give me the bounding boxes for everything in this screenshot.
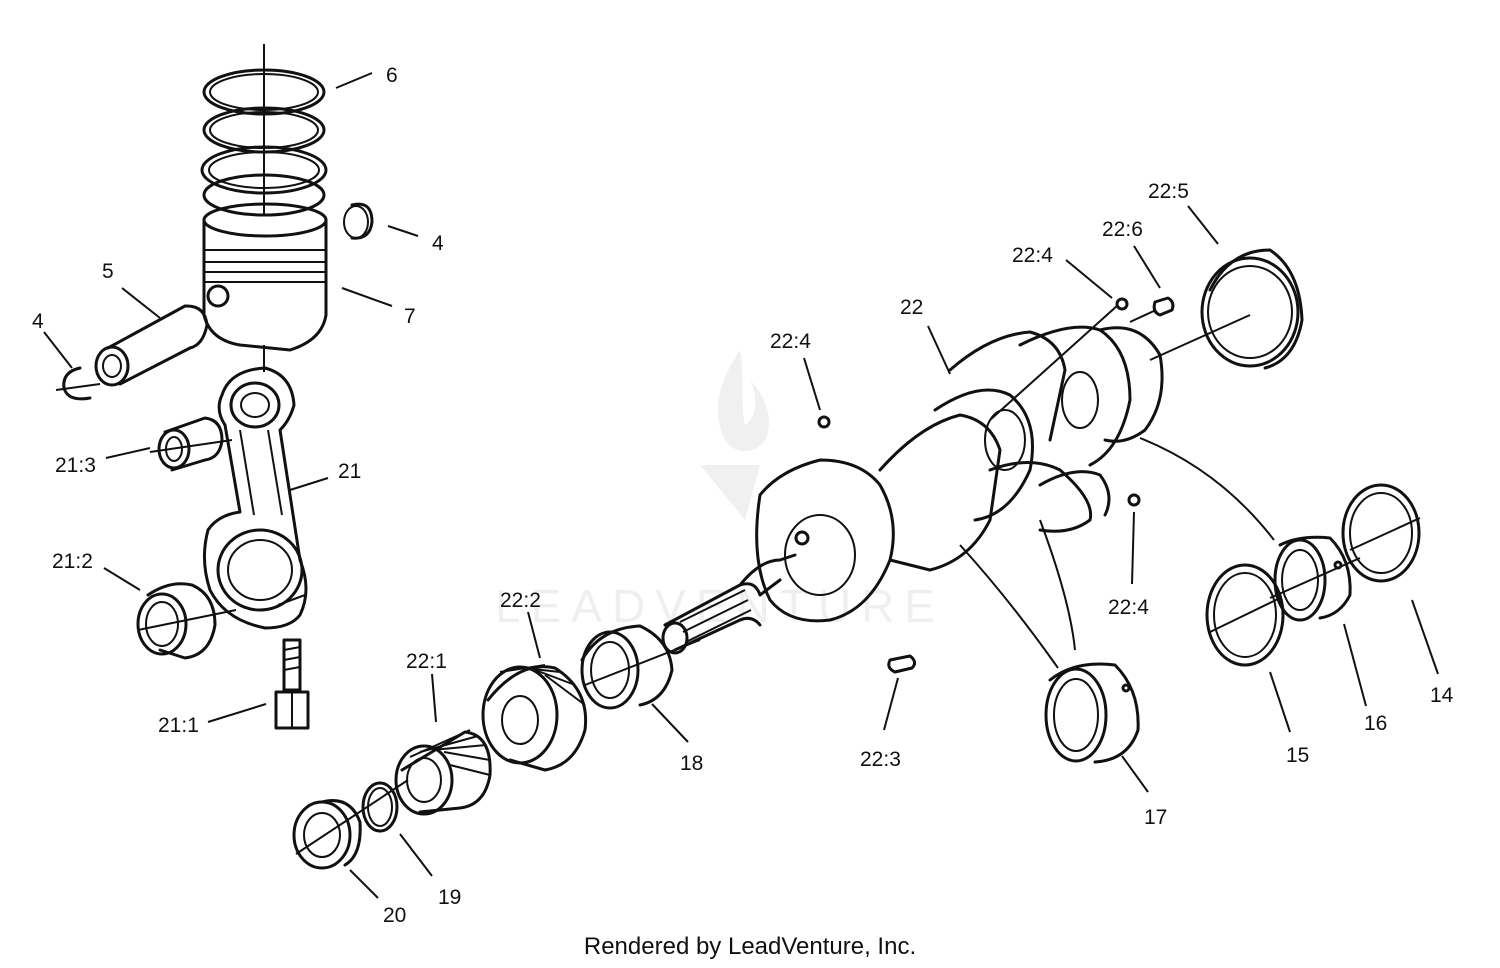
callout-17: 17 (1144, 806, 1167, 829)
thrust-washer-14 (1341, 483, 1421, 583)
thrust-bearing-16 (1139, 437, 1361, 622)
callout-22-1: 22:1 (406, 650, 447, 673)
callout-16: 16 (1364, 712, 1387, 735)
thrust-washer-15 (1205, 563, 1285, 667)
callout-22-4-top: 22:4 (1012, 244, 1053, 267)
watermark: LEADVENTURE (495, 350, 945, 632)
watermark-text: LEADVENTURE (495, 580, 945, 632)
callout-22: 22 (900, 296, 923, 319)
oil-plug-2 (1115, 297, 1129, 311)
callout-5: 5 (102, 260, 114, 283)
center-main-bearing (959, 519, 1140, 764)
leader-lines (43, 72, 1439, 899)
gear-small (394, 729, 492, 816)
callout-4-left: 4 (32, 310, 44, 333)
rear-main-bearing (1200, 248, 1304, 370)
callout-6: 6 (386, 64, 398, 87)
connecting-rod (203, 366, 308, 630)
callout-21-2: 21:2 (52, 550, 93, 573)
callout-4-right: 4 (432, 232, 444, 255)
gear-large (481, 664, 588, 772)
callout-22-6: 22:6 (1102, 218, 1143, 241)
footer-credit: Rendered by LeadVenture, Inc. (584, 933, 916, 960)
oil-plug-3 (1127, 493, 1141, 507)
callout-22-2: 22:2 (500, 589, 541, 612)
rod-bearing (136, 582, 237, 660)
callout-22-4-bottom: 22:4 (1108, 596, 1149, 619)
oil-plug-1 (817, 415, 831, 429)
dowel-pin (1129, 296, 1175, 323)
small-end-bushing (149, 416, 233, 472)
circlip-left (55, 366, 101, 401)
callout-15: 15 (1286, 744, 1309, 767)
main-bearing-front (580, 624, 701, 710)
callout-18: 18 (680, 752, 703, 775)
callout-22-4-left: 22:4 (770, 330, 811, 353)
callout-14: 14 (1430, 684, 1454, 707)
callout-22-5: 22:5 (1148, 180, 1189, 203)
piston (202, 202, 328, 372)
callout-22-3: 22:3 (860, 748, 901, 771)
callout-19: 19 (438, 886, 461, 909)
callout-21: 21 (338, 460, 361, 483)
snap-ring (361, 781, 399, 833)
piston-rings (200, 44, 328, 217)
callout-labels: 6 4 4 5 7 21:3 21 21:2 21:1 22:2 22:1 18… (32, 64, 1454, 927)
piston-pin (94, 304, 209, 387)
callout-7: 7 (404, 305, 416, 328)
crankshaft (661, 304, 1251, 655)
callout-21-1: 21:1 (158, 714, 199, 737)
woodruff-key (887, 654, 917, 674)
callout-21-3: 21:3 (55, 454, 96, 477)
callout-20: 20 (383, 904, 406, 927)
circlip-right (343, 202, 374, 240)
front-seal (292, 779, 409, 870)
rod-bolt (274, 638, 310, 730)
